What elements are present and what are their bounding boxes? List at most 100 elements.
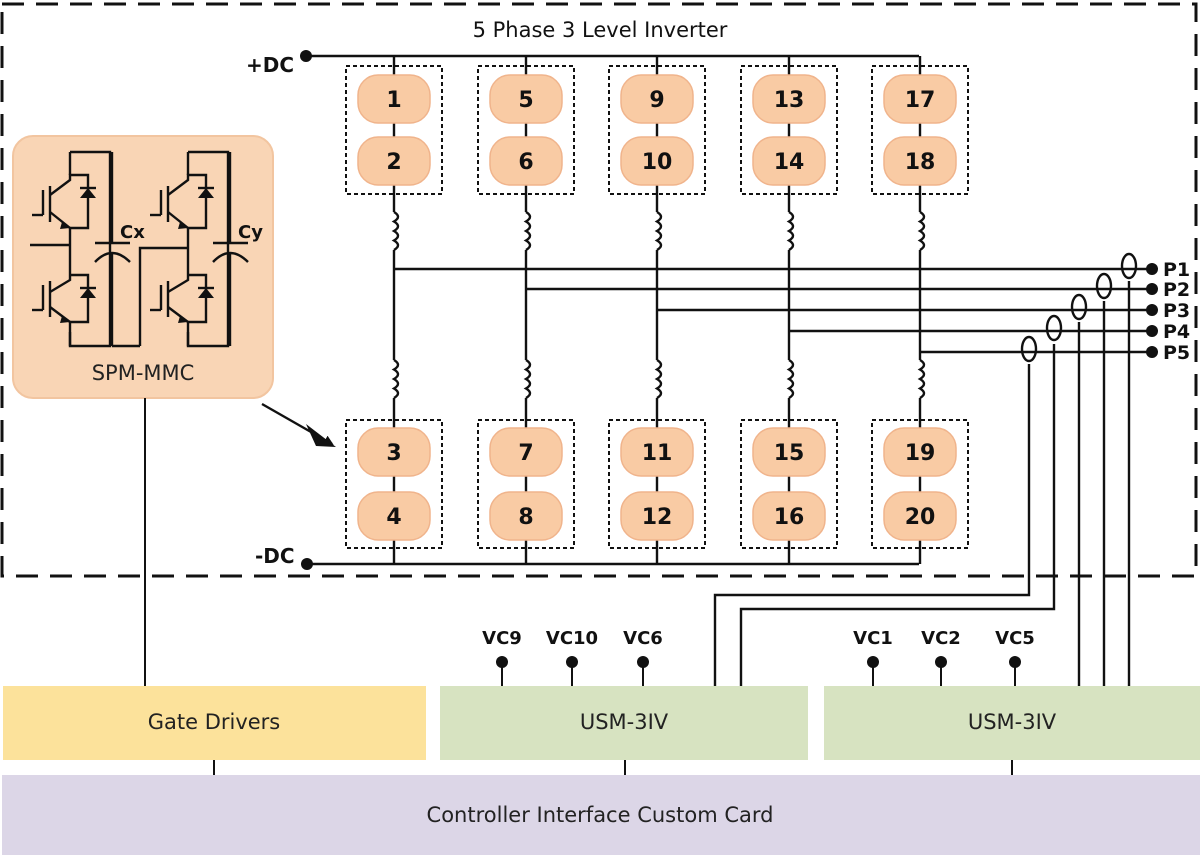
current-sensor-icon bbox=[1020, 335, 1038, 363]
submodule-cell bbox=[489, 491, 563, 541]
phase-output-label: P4 bbox=[1163, 321, 1190, 343]
submodule-cell-number: 19 bbox=[905, 441, 936, 466]
submodule-cell-number: 2 bbox=[386, 150, 401, 175]
phase-terminal bbox=[1146, 346, 1158, 358]
phase-terminal bbox=[1146, 283, 1158, 295]
phase-output-label: P1 bbox=[1163, 259, 1190, 281]
usm-left-block bbox=[440, 686, 808, 760]
half-bridge-y-schematic bbox=[112, 150, 249, 348]
submodule-cell bbox=[752, 491, 826, 541]
phase-output-label: P5 bbox=[1163, 342, 1190, 364]
current-sensor-wiring-right bbox=[1077, 281, 1131, 686]
usm-left-label: USM-3IV bbox=[580, 710, 669, 734]
submodule-cell-number: 12 bbox=[642, 505, 673, 530]
current-sensor-wiring-left bbox=[713, 344, 1056, 686]
submodule-cell bbox=[883, 491, 957, 541]
submodule-cell-number: 11 bbox=[642, 441, 673, 466]
submodule-cell-number: 20 bbox=[905, 505, 936, 530]
submodule-cell-number: 13 bbox=[774, 88, 805, 113]
submodule-cell bbox=[620, 491, 694, 541]
submodule-cell bbox=[357, 136, 431, 186]
inductor-icon bbox=[391, 210, 400, 252]
submodule-cell-number: 9 bbox=[649, 88, 664, 113]
current-sensor-icon bbox=[1120, 252, 1138, 280]
phase-terminal bbox=[1146, 325, 1158, 337]
inductor-icon bbox=[523, 210, 532, 252]
inductor-icon bbox=[654, 210, 663, 252]
submodule-cell bbox=[752, 136, 826, 186]
inverter-leg: 1 2 3 4 bbox=[345, 56, 443, 564]
submodule-cell bbox=[489, 427, 563, 477]
current-sensor-icon bbox=[1070, 293, 1088, 321]
submodule-cell bbox=[883, 74, 957, 124]
phase-terminal bbox=[1146, 304, 1158, 316]
submodule-cell-number: 16 bbox=[774, 505, 805, 530]
inverter-leg: 17 18 19 20 bbox=[871, 56, 969, 564]
submodule-cell-number: 3 bbox=[386, 441, 401, 466]
submodule-cell-number: 15 bbox=[774, 441, 805, 466]
controller-card-block bbox=[2, 775, 1200, 855]
inductor-icon bbox=[654, 358, 663, 400]
inductor-icon bbox=[917, 358, 926, 400]
submodule-cell-number: 7 bbox=[518, 441, 533, 466]
spm-mmc-submodule bbox=[12, 135, 274, 399]
negative-dc-bus bbox=[301, 558, 919, 570]
usm-right-label: USM-3IV bbox=[968, 710, 1057, 734]
submodule-cell-number: 6 bbox=[518, 150, 533, 175]
inverter-boundary bbox=[0, 2, 1198, 578]
submodule-cell bbox=[357, 427, 431, 477]
phase-output-label: P2 bbox=[1163, 279, 1190, 301]
submodule-cell bbox=[489, 136, 563, 186]
inductor-icon bbox=[523, 358, 532, 400]
submodule-cell bbox=[883, 427, 957, 477]
voltage-sensor-label: VC2 bbox=[921, 628, 961, 649]
current-sensor-icon bbox=[1045, 314, 1063, 342]
gate-drivers-block bbox=[3, 686, 426, 760]
submodule-cell bbox=[357, 491, 431, 541]
inductor-icon bbox=[917, 210, 926, 252]
submodule-cell bbox=[357, 74, 431, 124]
submodule-cell-number: 1 bbox=[386, 88, 401, 113]
submodule-cell bbox=[620, 427, 694, 477]
submodule-cell-number: 4 bbox=[386, 505, 401, 530]
voltage-sensor-label: VC10 bbox=[546, 628, 598, 649]
arrow-head-icon bbox=[306, 424, 336, 447]
voltage-sensor-pin bbox=[1009, 656, 1021, 686]
submodule-label: SPM-MMC bbox=[92, 361, 195, 385]
half-bridge-x-schematic bbox=[30, 150, 131, 348]
controller-card-label: Controller Interface Custom Card bbox=[427, 803, 774, 827]
capacitor-cy-label: Cy bbox=[238, 222, 263, 243]
inverter-leg: 13 14 15 16 bbox=[740, 56, 838, 564]
capacitor-cx-label: Cx bbox=[120, 222, 145, 243]
submodule-cell-number: 5 bbox=[518, 88, 533, 113]
voltage-sensor-pin bbox=[935, 656, 947, 686]
submodule-cell bbox=[752, 427, 826, 477]
inductor-icon bbox=[786, 358, 795, 400]
gate-drivers-label: Gate Drivers bbox=[148, 710, 281, 734]
submodule-cell bbox=[620, 136, 694, 186]
voltage-sensor-label: VC9 bbox=[482, 628, 522, 649]
voltage-sensor-pin bbox=[867, 656, 879, 686]
usm-right-block bbox=[824, 686, 1200, 760]
submodule-cell-number: 17 bbox=[905, 88, 936, 113]
inverter-leg: 9 10 11 12 bbox=[608, 56, 706, 564]
voltage-sensor-pin bbox=[637, 656, 649, 686]
inductor-icon bbox=[391, 358, 400, 400]
submodule-cell-number: 18 bbox=[905, 150, 936, 175]
inductor-icon bbox=[786, 210, 795, 252]
voltage-sensor-label: VC1 bbox=[853, 628, 893, 649]
submodule-cell-number: 10 bbox=[642, 150, 673, 175]
phase-output-label: P3 bbox=[1163, 300, 1190, 322]
voltage-sensor-label: VC6 bbox=[623, 628, 663, 649]
positive-dc-label: +DC bbox=[246, 53, 294, 77]
voltage-sensor-pin bbox=[566, 656, 578, 686]
positive-dc-bus bbox=[300, 50, 919, 62]
submodule-cell-number: 8 bbox=[518, 505, 533, 530]
submodule-cell bbox=[752, 74, 826, 124]
voltage-sensor-label: VC5 bbox=[995, 628, 1035, 649]
inverter-title: 5 Phase 3 Level Inverter bbox=[473, 18, 728, 42]
submodule-cell bbox=[620, 74, 694, 124]
submodule-cell-number: 14 bbox=[774, 150, 805, 175]
inverter-leg: 5 6 7 8 bbox=[477, 56, 575, 564]
